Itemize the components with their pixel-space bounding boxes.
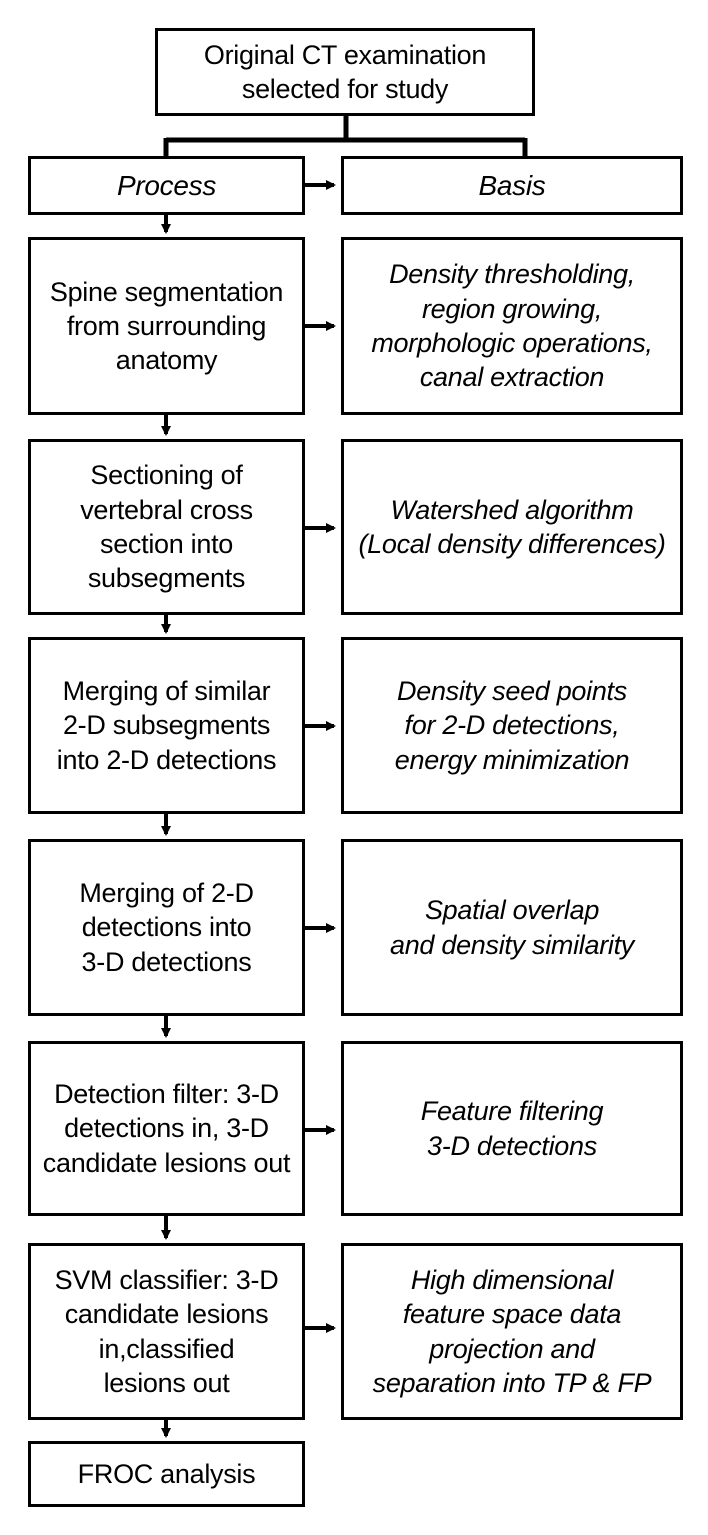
process-5-line-1: Detection filter: 3-D [54,1079,279,1110]
basis-6-line-2: feature space data [402,1299,622,1330]
process-6-line-1: SVM classifier: 3-D [54,1264,279,1295]
split-connector [163,115,528,156]
process-2-line-4: subsegments [87,563,246,594]
process-2-line-2: vertebral cross [80,494,253,525]
process-1-line-3: anatomy [115,345,218,376]
process-3-line-3: into 2-D detections [56,744,277,775]
process-1-line-2: from surrounding [66,310,267,341]
basis-5-line-2: 3-D detections [427,1130,597,1161]
process-2-line-3: section into [100,529,233,559]
process-1-line-1: Spine segmentation [49,276,284,307]
end-box: FROC analysis [28,1441,305,1507]
process-6-line-3: in,classified [98,1333,235,1364]
basis-1-line-2: region growing, [421,293,603,324]
process-6-line-2: candidate lesions [64,1299,269,1330]
start-line-1: Original CT examination [203,39,487,70]
process-4-line-2: detections into [81,912,252,943]
process-4-line-3: 3-D detections [81,946,252,977]
process-4-line-1: Merging of 2-D [79,878,254,909]
basis-6-line-4: separation into TP & FP [372,1367,652,1398]
basis-box-3: Density seed points for 2-D detections, … [341,637,683,814]
basis-3-line-1: Density seed points [397,676,627,707]
process-5-line-3: candidate lesions out [42,1147,291,1178]
end-label: FROC analysis [77,1458,256,1489]
basis-6-line-3: projection and [429,1333,595,1364]
basis-1-line-1: Density thresholding, [389,259,635,290]
basis-box-1: Density thresholding, region growing, mo… [341,237,683,415]
process-3-line-2: 2-D subsegments [62,710,271,741]
basis-4-line-1: Spatial overlap [424,895,600,926]
process-3-line-1: Merging of similar [62,676,271,707]
process-5-line-2: detections in, 3-D [64,1113,269,1144]
start-box: Original CT examination selected for stu… [155,28,535,116]
basis-header-box: Basis [341,156,683,215]
start-line-2: selected for study [241,74,449,104]
basis-3-line-2: for 2-D detections, [404,710,620,741]
process-box-5: Detection filter: 3-D detections in, 3-D… [28,1041,305,1216]
basis-box-4: Spatial overlap and density similarity [341,839,683,1016]
process-box-3: Merging of similar 2-D subsegments into … [28,637,305,814]
basis-box-5: Feature filtering 3-D detections [341,1041,683,1216]
basis-header-label: Basis [478,169,546,201]
basis-5-line-1: Feature filtering [420,1096,604,1127]
process-box-1: Spine segmentation from surrounding anat… [28,237,305,415]
basis-3-line-3: energy minimization [394,744,630,775]
basis-1-line-4: canal extraction [419,362,605,393]
process-2-line-1: Sectioning of [90,460,243,491]
basis-2-line-1: Watershed algorithm [390,494,634,525]
process-box-4: Merging of 2-D detections into 3-D detec… [28,839,305,1016]
basis-box-2: Watershed algorithm (Local density diffe… [341,439,683,615]
basis-box-6: High dimensional feature space data proj… [341,1243,683,1420]
basis-2-line-2: (Local density differences) [358,529,666,559]
process-header-box: Process [28,156,305,215]
process-6-line-4: lesions out [103,1367,230,1398]
process-box-6: SVM classifier: 3-D candidate lesions in… [28,1243,305,1420]
process-box-2: Sectioning of vertebral cross section in… [28,439,305,615]
basis-4-line-2: and density similarity [390,929,634,960]
process-header-label: Process [116,169,217,201]
basis-1-line-3: morphologic operations, [371,328,653,358]
basis-6-line-1: High dimensional [410,1264,614,1295]
horizontal-arrows [305,180,336,1333]
